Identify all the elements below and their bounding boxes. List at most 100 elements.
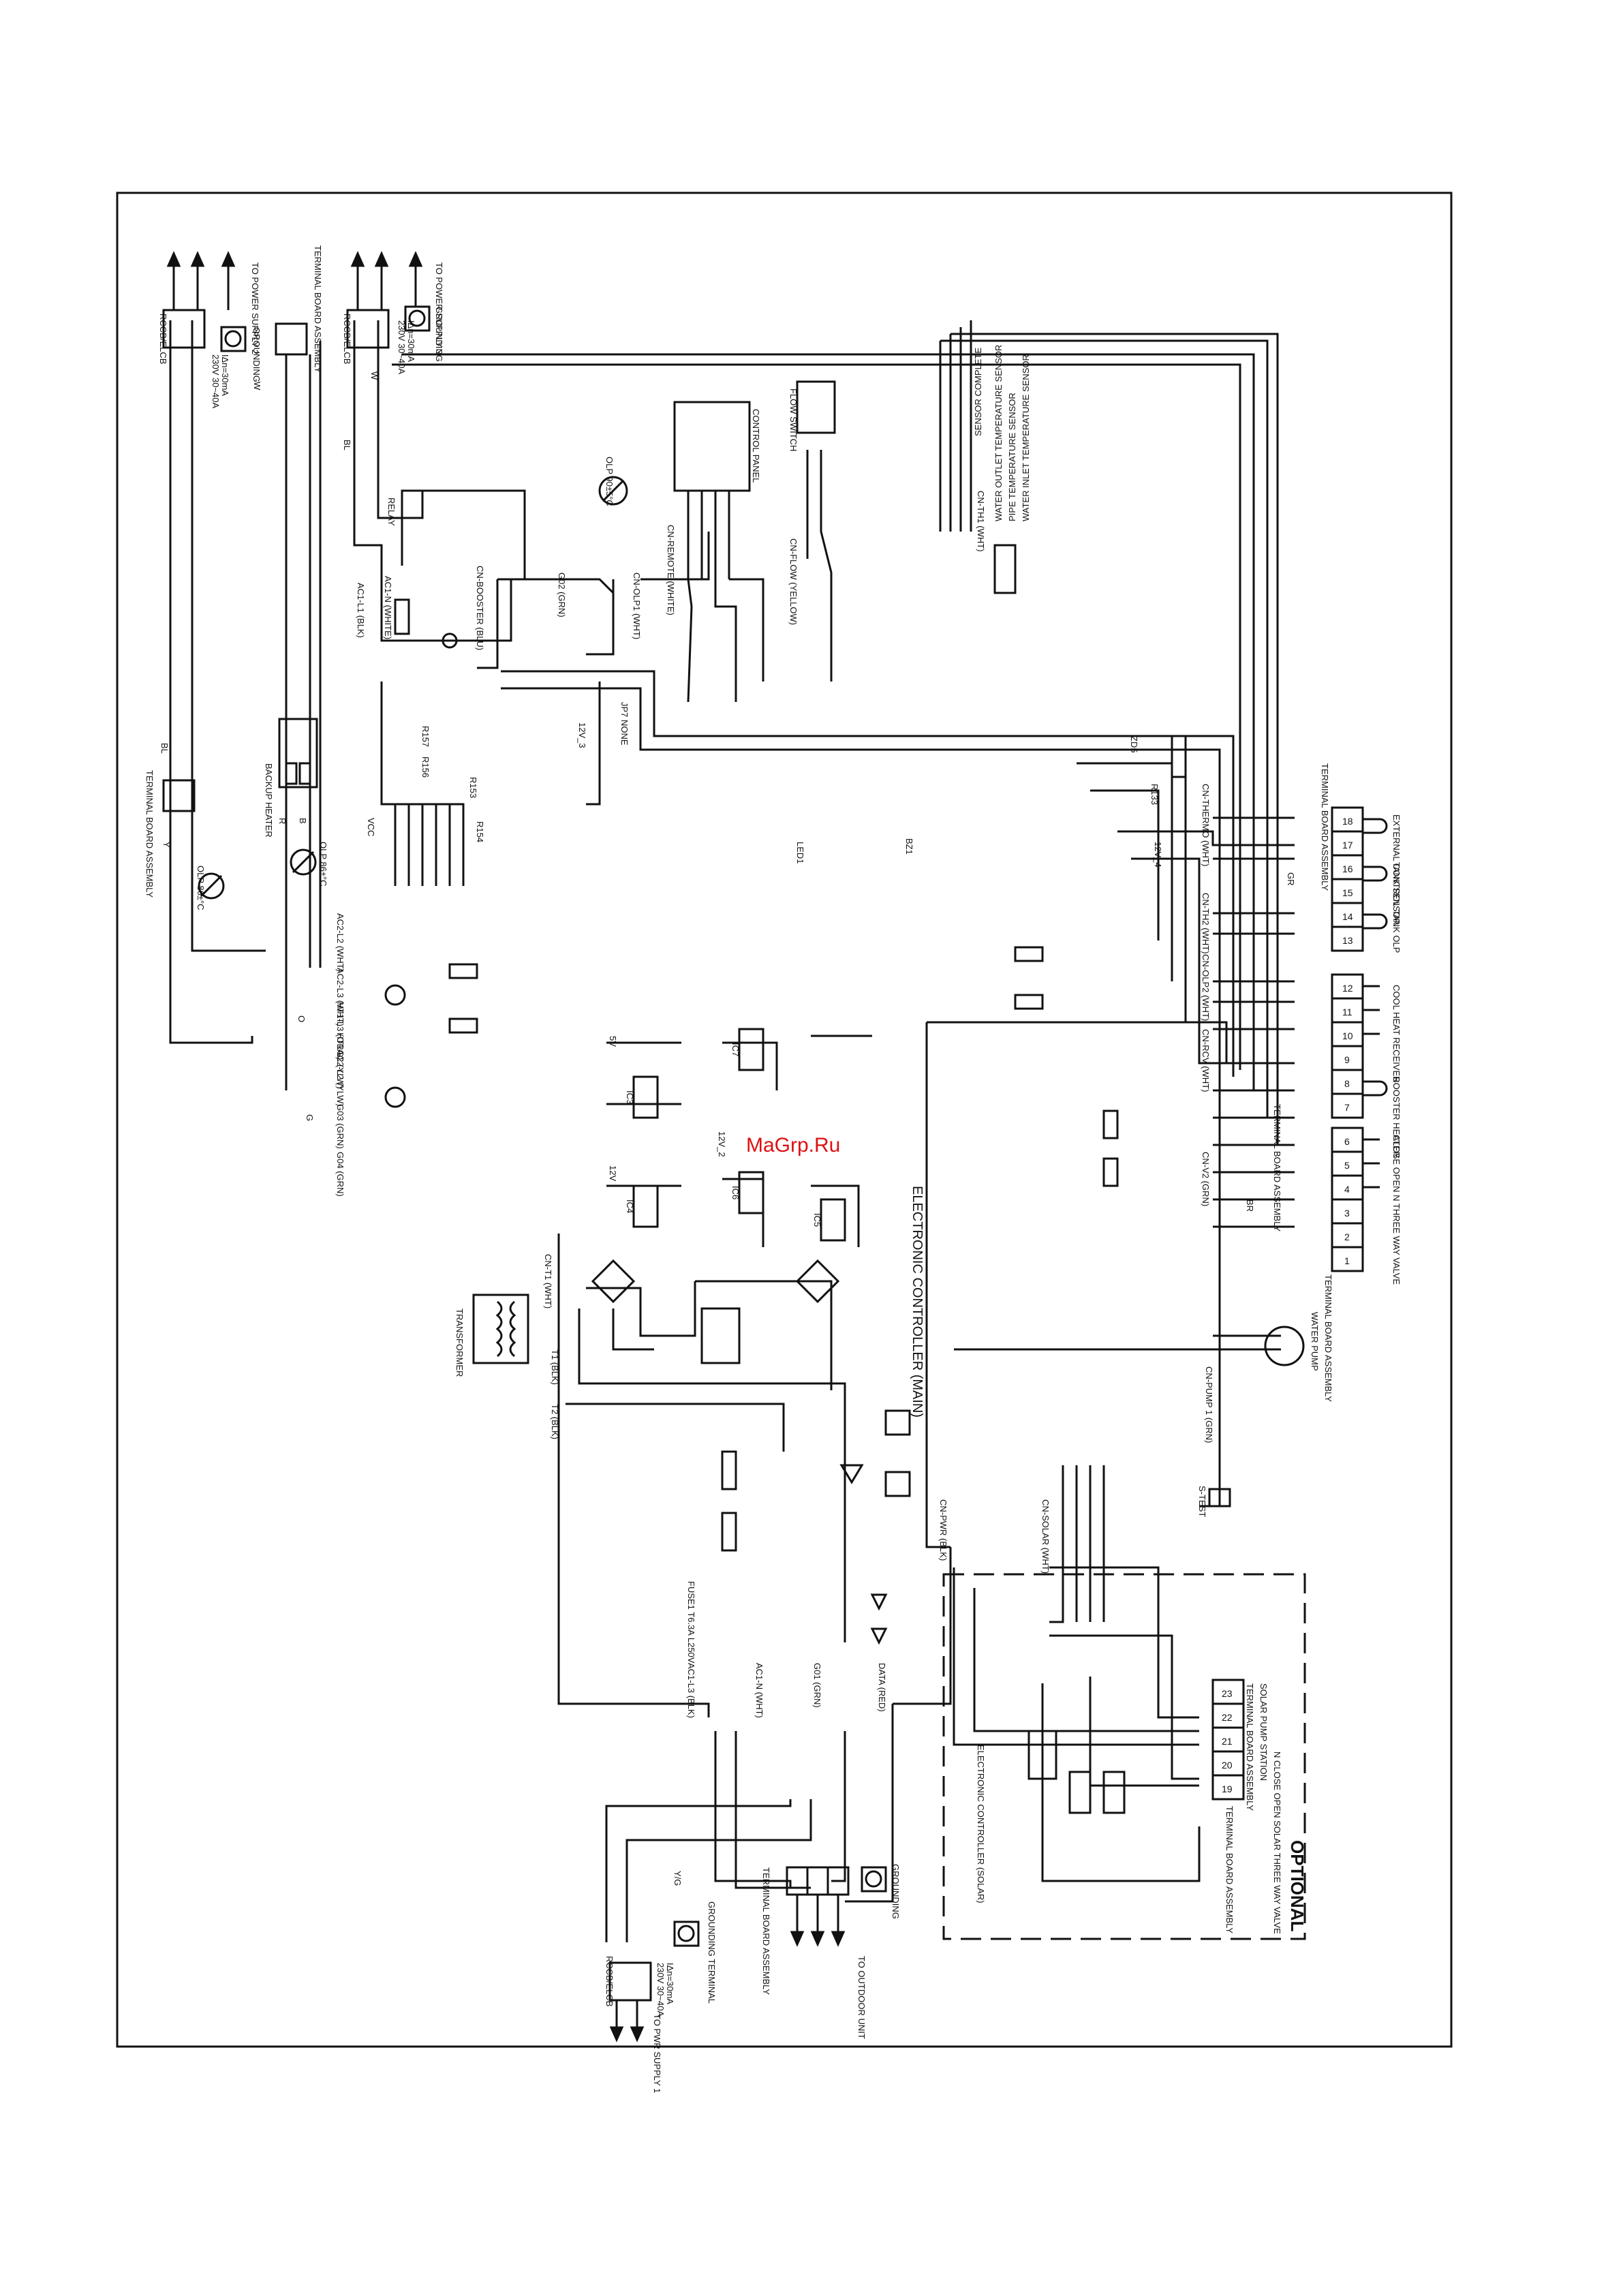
terminal-board-right-mid: TERMINAL BOARD ASSEMBLY: [1272, 1104, 1282, 1231]
v12-3-label: 12V_3: [577, 722, 587, 748]
data-label: DATA (RED): [877, 1663, 887, 1712]
flow-switch-label: FLOW SWITCH: [788, 388, 799, 451]
breaker3-rating: 230V 30~40A: [655, 1963, 666, 2017]
ac1n-label: AC1-N (WHITE): [383, 576, 393, 639]
v12-2-label: 12V_2: [717, 1131, 727, 1157]
cn-v2-label: CN-V2 (GRN): [1201, 1152, 1211, 1206]
term-14: 14: [1342, 911, 1353, 922]
ht1-l2-label: HT1-L2 (YLW): [335, 1032, 345, 1089]
right-terminal-strips: [1211, 806, 1388, 1801]
terminal-board-right-bot: TERMINAL BOARD ASSEMBLY: [1323, 1274, 1333, 1402]
sensor-1-label: WATER OUTLET TEMPERATURE SENSOR: [993, 345, 1004, 521]
s-test-label: S-TEST: [1197, 1486, 1207, 1517]
ic5-label: IC5: [812, 1213, 822, 1227]
ac2-l3-label: AC2-L3 (WHT): [335, 968, 345, 1026]
breaker1-title: RCCB/ELCB: [158, 313, 168, 364]
term-6: 6: [1344, 1136, 1350, 1147]
ext-control-label: EXTERNAL CONTROL: [1391, 814, 1402, 906]
term-17: 17: [1342, 840, 1353, 851]
wire-b-1: B: [298, 818, 308, 824]
cn-rcv-label: CN-RCV (WHT): [1201, 1029, 1211, 1092]
breaker2-rating: 230V 30~40A: [397, 320, 407, 374]
term-7: 7: [1344, 1102, 1350, 1113]
breaker2-title: RCCB/ELCB: [342, 313, 352, 364]
olp-top-label: OLP 90±5°C: [604, 457, 615, 506]
cn-booster-label: CN-BOOSTER (BLU): [475, 566, 485, 650]
psu2-label: TO POWER SUPPLY 2: [250, 262, 260, 354]
wire-o-1: O: [296, 1015, 307, 1022]
term-11: 11: [1342, 1007, 1352, 1017]
wire-w-2: W: [369, 371, 380, 380]
transformer-label: TRANSFORMER: [454, 1308, 465, 1377]
term-3: 3: [1344, 1208, 1350, 1219]
term-16: 16: [1342, 863, 1353, 874]
breaker3-trip: IΔn=30mA: [665, 1963, 675, 2004]
jp7-label: JP7 NONE: [619, 702, 630, 746]
cn-thermo-label: CN-THERMO (WHT): [1201, 784, 1211, 866]
v5-label: 5V: [608, 1036, 618, 1047]
g04-label: G04 (GRN): [335, 1152, 345, 1197]
terminal-board-main: TERMINAL BOARD ASSEMBLY: [761, 1867, 771, 1995]
g02-label: G02 (GRN): [557, 572, 567, 617]
terminal-board-right-top: TERMINAL BOARD ASSEMBLY: [1320, 763, 1330, 891]
supply-arrows: [166, 251, 846, 2042]
r156-label: R156: [420, 756, 431, 778]
ac1l3-label: AC1-L3 (BLK): [686, 1663, 696, 1718]
ac1n-b-label: AC1-N (WHT): [754, 1663, 764, 1718]
optional-label: OPTIONAL: [1287, 1840, 1308, 1931]
tank-sensor-label: TANK SENSOR: [1391, 862, 1402, 925]
cool-heat-label: COOL HEAT RECEIVER: [1391, 985, 1402, 1083]
wire-yg-1: Y/G: [673, 1871, 683, 1886]
zd5-label: ZD5: [1129, 736, 1139, 753]
wire-gr-1: GR: [1286, 872, 1296, 886]
ac2-l2-label: AC2-L2 (WHT): [335, 913, 345, 972]
cn-flow-label: CN-FLOW (YELLOW): [788, 538, 799, 625]
breaker1-trip: IΔn=30mA: [220, 354, 230, 396]
ec-main-label: ELECTRONIC CONTROLLER (MAIN): [910, 1186, 925, 1418]
v12-4-label: 12V_4: [1153, 842, 1163, 868]
term-5: 5: [1344, 1160, 1350, 1171]
g01-label: G01 (GRN): [812, 1663, 822, 1708]
cn-th2-label: CN-TH2 (WHT): [1201, 893, 1211, 954]
ic6-label: IC6: [730, 1186, 741, 1199]
v12-label: 12V: [608, 1165, 618, 1181]
ht1-l3-label: HT1-L3 (ORG): [335, 1002, 345, 1060]
r157-label: R157: [420, 726, 431, 747]
wires: [169, 320, 1295, 1942]
term-22: 22: [1222, 1712, 1233, 1723]
cn-pwr-label: CN-PWR (BLK): [938, 1499, 948, 1561]
term-18: 18: [1342, 816, 1353, 827]
cn-pump1-label: CN-PUMP 1 (GRN): [1204, 1366, 1214, 1443]
outdoor-label: TO OUTDOOR UNIT: [856, 1956, 867, 2039]
t2-label: T2 (BLK): [550, 1404, 560, 1439]
wire-br-1: BR: [1245, 1199, 1255, 1212]
term-9: 9: [1344, 1054, 1350, 1065]
wire-y-1: Y: [161, 842, 172, 848]
g03-label: G03 (GRN): [335, 1104, 345, 1149]
ic7-label: IC7: [730, 1043, 741, 1056]
fuse-label: FUSE1 T6.3A L250V: [686, 1581, 696, 1664]
booster-heater-label: BOOSTER HEATER: [1391, 1077, 1402, 1158]
wire-g-1: G: [305, 1114, 315, 1121]
terminal-board-a: TERMINAL BOARD ASSEMBLY: [313, 245, 323, 373]
control-panel-label: CONTROL PANEL: [751, 409, 761, 483]
psu3-label: TO POWER SUPPLY 3: [434, 262, 444, 354]
backup-heater-label: BACKUP HEATER: [264, 763, 274, 838]
grounding-2: GROUNDING: [434, 307, 444, 362]
r154-label: R154: [475, 821, 485, 842]
olp-mid-label: OLP 86±°C: [318, 842, 328, 887]
r153-label: R153: [468, 777, 478, 798]
term-2: 2: [1344, 1231, 1350, 1242]
cn-solar-label: CN-SOLAR (WHT): [1040, 1499, 1051, 1574]
olp-left-label: OLP 86±°C: [196, 866, 206, 910]
term-19: 19: [1222, 1784, 1233, 1794]
grounding-4: GROUNDING: [891, 1864, 901, 1919]
terminal-board-solar: TERMINAL BOARD ASSEMBLY: [1224, 1806, 1235, 1933]
term-15: 15: [1342, 887, 1353, 898]
term-13: 13: [1342, 935, 1353, 946]
breaker2-trip: IΔn=30mA: [406, 320, 416, 362]
r133-label: R133: [1149, 784, 1160, 805]
sensor-2-label: PIPE TEMPERATURE SENSOR: [1007, 393, 1017, 521]
tank-olp-label: TANK OLP: [1391, 910, 1402, 953]
